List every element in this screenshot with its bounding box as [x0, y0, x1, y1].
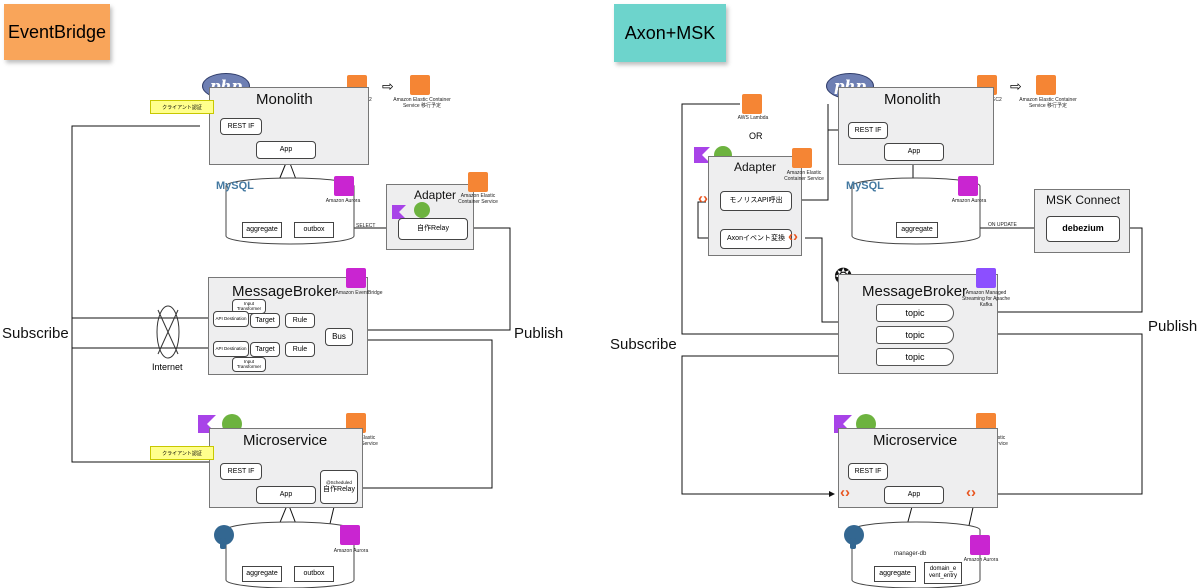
app-box: App [884, 486, 944, 504]
ecs-icon [410, 75, 430, 95]
sticky-eventbridge: EventBridge [4, 4, 110, 60]
aggregate-table: aggregate [896, 222, 938, 238]
adapter-title: Adapter [734, 160, 777, 174]
messagebroker-title: MessageBroker [862, 283, 968, 300]
aurora-label: Amazon Aurora [963, 557, 999, 563]
msk-icon [976, 268, 996, 288]
monolith-title: Monolith [884, 91, 941, 108]
adapter-ecs-label: Amazon Elastic Container Service [458, 193, 498, 205]
rest-if-box: REST IF [220, 463, 262, 480]
aurora-label: Amazon Aurora [951, 198, 987, 204]
eventbridge-label: Amazon EventBridge [335, 290, 383, 296]
eventbridge-icon [346, 268, 366, 288]
aurora-icon [334, 176, 354, 196]
aurora-label: Amazon Aurora [333, 548, 369, 554]
aggregate-table: aggregate [242, 222, 282, 238]
input-transformer-box: Input Transformer [232, 299, 266, 314]
topic-box: topic [876, 326, 954, 344]
on-update-label: ON UPDATE [988, 222, 1017, 228]
app-box: App [256, 141, 316, 159]
rest-if-box: REST IF [848, 463, 888, 480]
axon-event-convert-box: Axonイベント変換 [720, 229, 792, 249]
scheduled-label: @Scheduled [326, 479, 352, 485]
aurora-icon [958, 176, 978, 196]
microservice-title: Microservice [243, 432, 328, 449]
axon-icon: ‹› [966, 484, 976, 501]
target-box: Target [250, 342, 280, 357]
messagebroker-title: MessageBroker [232, 283, 338, 300]
publish-label: Publish [514, 325, 564, 342]
client-auth-note: クライアント認証 [150, 446, 214, 460]
subscribe-label: Subscribe [610, 336, 677, 353]
rest-if-box: REST IF [848, 122, 888, 139]
aurora-label: Amazon Aurora [325, 198, 361, 204]
mysql-logo: MySQL [846, 180, 884, 192]
lambda-icon [742, 94, 762, 114]
arrow-right-icon: ⇨ [1010, 78, 1022, 94]
app-box: App [884, 143, 944, 161]
relay-box: 自作Relay [398, 218, 468, 240]
aggregate-table: aggregate [874, 566, 916, 582]
msk-connect-title: MSK Connect [1046, 193, 1121, 207]
relay-label: 自作Relay [323, 485, 355, 493]
api-destination-box: API Destination [213, 311, 249, 327]
rest-if-box: REST IF [220, 118, 262, 135]
domain-event-entry-table: domain_e vent_entry [924, 562, 962, 584]
relay-box: @Scheduled 自作Relay [320, 470, 358, 504]
postgres-icon [844, 525, 864, 549]
axon-icon: ‹› [840, 484, 850, 501]
ecs-icon [468, 172, 488, 192]
outbox-table: outbox [294, 222, 334, 238]
kotlin-icon [392, 205, 406, 219]
ecs-future-label: Amazon Elastic Container Service 移行予定 [1019, 97, 1077, 109]
kotlin-icon [694, 147, 710, 163]
aurora-icon [340, 525, 360, 545]
sticky-axon-msk: Axon+MSK [614, 4, 726, 62]
adapter-ecs-label: Amazon Elastic Container Service [784, 170, 824, 182]
rule-box: Rule [285, 313, 315, 328]
or-label: OR [749, 131, 763, 141]
topic-box: topic [876, 348, 954, 366]
input-transformer-box: Input Transformer [232, 357, 266, 372]
ecs-icon [792, 148, 812, 168]
subscribe-label: Subscribe [2, 325, 69, 342]
monolith-api-call-box: モノリスAPI呼出 [720, 191, 792, 211]
ecs-icon [1036, 75, 1056, 95]
publish-label: Publish [1148, 318, 1198, 335]
axon-icon: ‹› [698, 190, 708, 207]
ecs-future-label: Amazon Elastic Container Service 移行予定 [393, 97, 451, 109]
internet-label: Internet [152, 362, 183, 372]
msk-label: Amazon Managed Streaming for Apache Kafk… [961, 290, 1011, 308]
outbox-table: outbox [294, 566, 334, 582]
aurora-icon [970, 535, 990, 555]
mysql-logo: MySQL [216, 180, 254, 192]
axon-icon: ‹› [788, 228, 798, 245]
monolith-title: Monolith [256, 91, 313, 108]
postgres-icon [214, 525, 234, 549]
manager-db-label: manager-db [894, 551, 927, 557]
rule-box: Rule [285, 342, 315, 357]
client-auth-note: クライアント認証 [150, 100, 214, 114]
app-box: App [256, 486, 316, 504]
microservice-title: Microservice [873, 432, 958, 449]
arrow-right-icon: ⇨ [382, 78, 394, 94]
api-destination-box: API Destination [213, 341, 249, 357]
aggregate-table: aggregate [242, 566, 282, 582]
select-label: SELECT [356, 223, 376, 229]
spring-icon [414, 202, 430, 218]
topic-box: topic [876, 304, 954, 322]
lambda-label: AWS Lambda [737, 115, 769, 121]
target-box: Target [250, 313, 280, 328]
adapter-title: Adapter [414, 188, 457, 202]
bus-box: Bus [325, 328, 353, 346]
debezium-box: debezium [1046, 216, 1120, 242]
